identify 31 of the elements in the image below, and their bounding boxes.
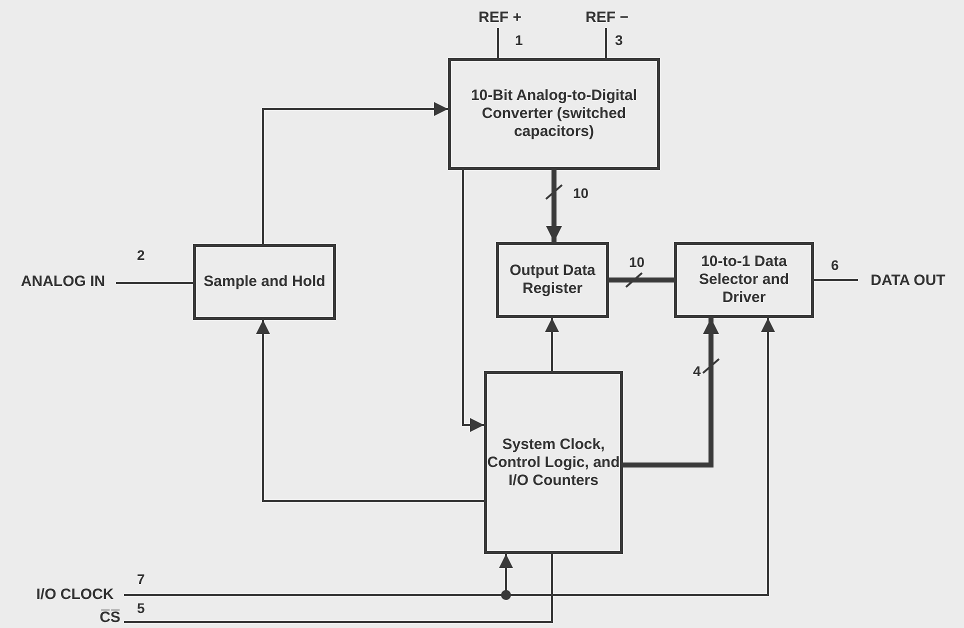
pin-number: 2 <box>136 248 146 262</box>
block-box <box>484 371 623 554</box>
block-box <box>193 244 336 320</box>
pin-name: DATA OUT <box>870 272 946 290</box>
pin-number: 7 <box>136 572 146 586</box>
pin-name: ANALOG IN <box>20 273 106 291</box>
signal-arrow <box>256 320 484 502</box>
bus-arrow <box>623 318 719 468</box>
bus-arrow <box>546 170 562 242</box>
pin-name: C̅S̅ <box>100 609 120 627</box>
pin-number: 10 <box>572 186 590 200</box>
block-label: Sample and Hold <box>204 273 326 291</box>
signal-arrow <box>462 170 484 432</box>
block-box <box>448 58 660 170</box>
pin-number: 10 <box>628 255 646 269</box>
pin-name: I/O CLOCK <box>36 586 114 604</box>
signal-arrow <box>545 318 559 371</box>
pin-number: 1 <box>514 33 524 47</box>
block-label: Output Data Register <box>508 262 596 298</box>
block-box <box>674 242 814 318</box>
block-label: 10-to-1 Data Selector and Driver <box>698 253 790 307</box>
pin-number: 6 <box>830 258 840 272</box>
pin-number: 4 <box>692 364 702 378</box>
pin-name: REF − <box>586 9 628 27</box>
block-label: 10-Bit Analog-to-Digital Converter (switched capacitors) <box>470 87 638 141</box>
pin-number: 5 <box>136 601 146 615</box>
block-label: System Clock, Control Logic, and I/O Counters <box>487 436 620 490</box>
pin-name: REF + <box>478 9 522 27</box>
block-box <box>496 242 609 318</box>
pin-number: 3 <box>614 33 624 47</box>
signal-arrow <box>262 102 448 244</box>
